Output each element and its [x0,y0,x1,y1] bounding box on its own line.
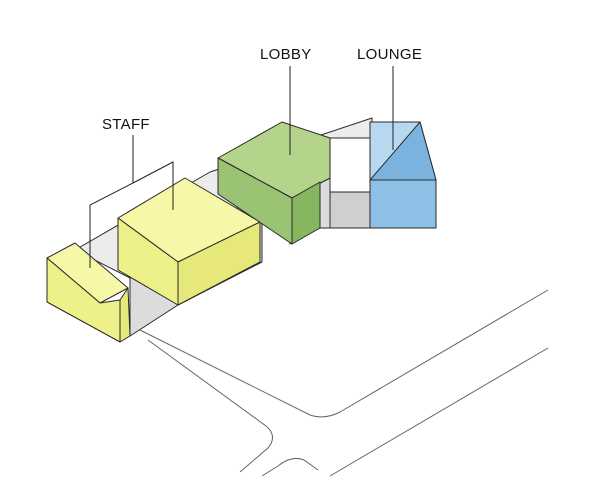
connector-front-right [329,191,371,229]
lounge-label: LOUNGE [357,46,422,63]
lobby-side [291,181,321,245]
road-curb-right [329,347,549,477]
staff-label: STAFF [102,116,150,133]
staff-leader-line-branch [132,161,174,210]
staff-block-small [46,242,131,343]
site-road-lines [139,289,549,477]
road-curb-bottom [261,458,319,477]
staff-leader-line [89,135,134,268]
road-curb-lower [147,339,273,473]
lounge-side [369,121,437,181]
staff-small-side [119,287,131,343]
staff-large-side [177,221,261,306]
road-curb-upper [139,289,549,418]
lounge-block [369,121,437,229]
lobby-label: LOBBY [260,46,312,63]
leader-lines [89,66,394,268]
lobby-block [217,121,331,245]
lounge-front [369,179,437,229]
